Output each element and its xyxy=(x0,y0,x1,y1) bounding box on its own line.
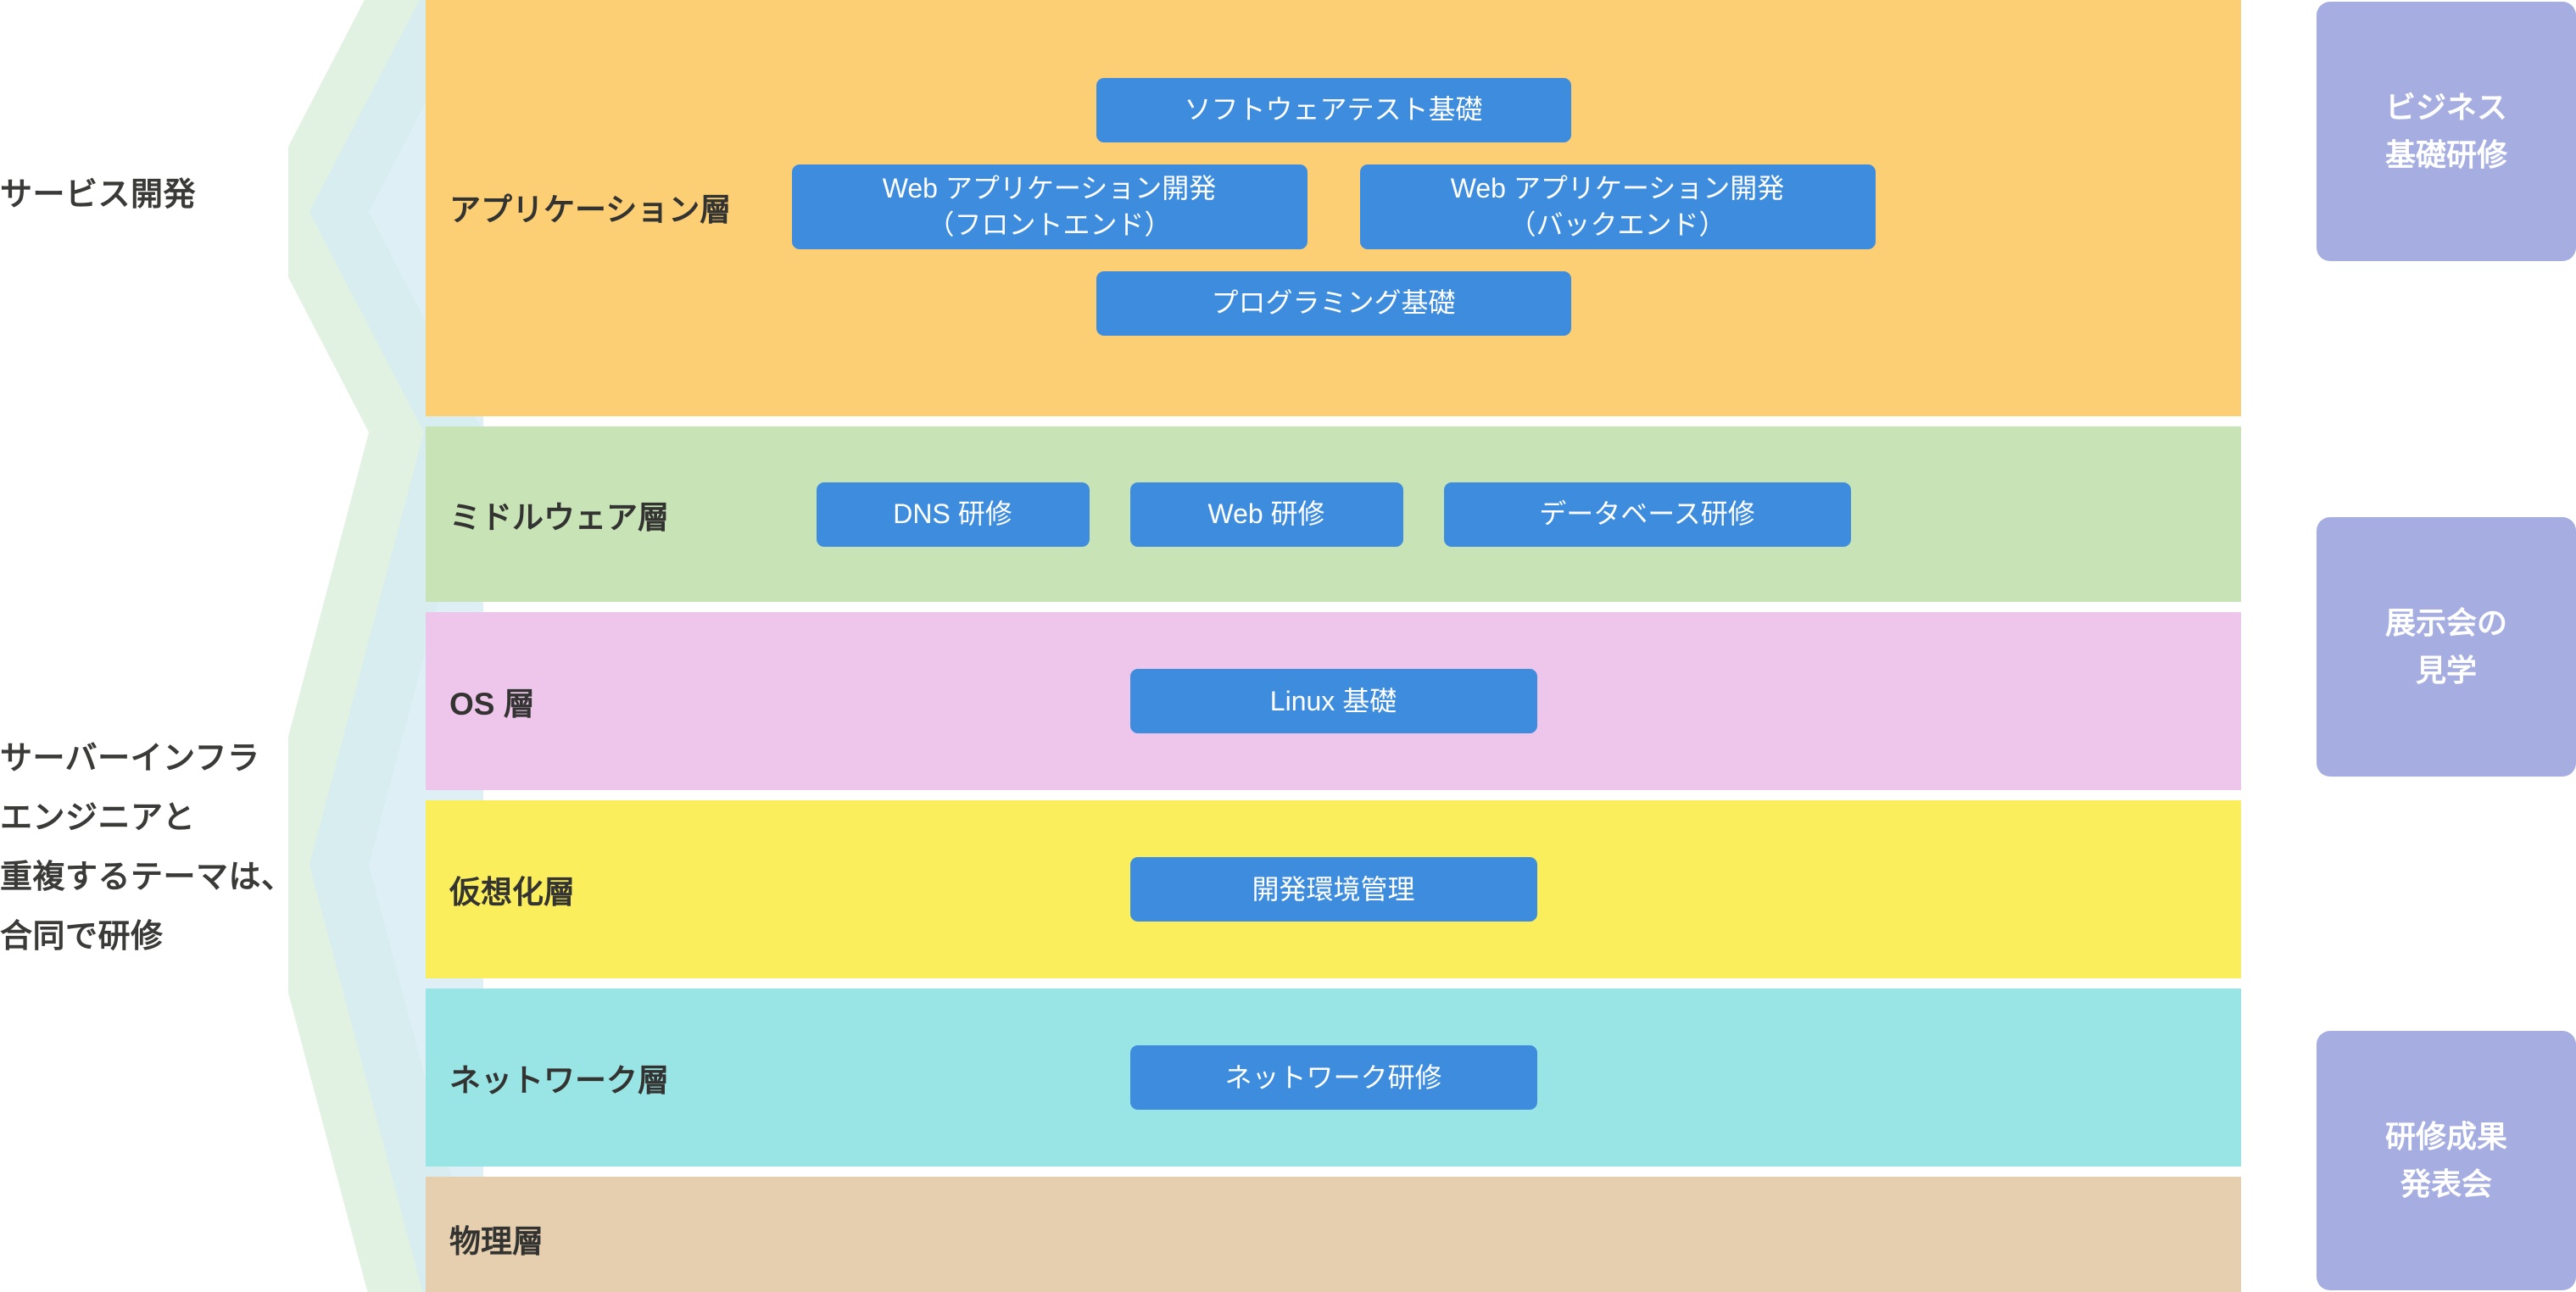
course-box-software-test-basics[interactable]: ソフトウェアテスト基礎 xyxy=(1096,77,1571,142)
course-box-database-training[interactable]: データベース研修 xyxy=(1443,482,1851,547)
side-card-business-basic-training[interactable]: ビジネス 基礎研修 xyxy=(2317,2,2576,261)
layer-band-virtualization: 仮想化層 開発環境管理 xyxy=(426,800,2241,978)
course-box-linux-basics[interactable]: Linux 基礎 xyxy=(1129,669,1537,733)
layer-label-application: アプリケーション層 xyxy=(449,192,732,227)
course-box-programming-basics[interactable]: プログラミング基礎 xyxy=(1096,270,1571,336)
application-course-stack: ソフトウェアテスト基礎 Web アプリケーション開発 （フロントエンド） Web… xyxy=(426,0,2241,416)
layer-label-network: ネットワーク層 xyxy=(449,1063,669,1098)
layer-label-os: OS 層 xyxy=(449,687,535,721)
role-label-server-infra-engineer: サーバーインフラ エンジニアと 重複するテーマは、 合同で研修 xyxy=(0,741,294,955)
role-label-service-development: サービス開発 xyxy=(0,177,197,213)
os-course-row: Linux 基礎 xyxy=(426,612,2241,790)
application-course-row: Web アプリケーション開発 （フロントエンド） Web アプリケーション開発 … xyxy=(791,164,1876,249)
layer-label-middleware: ミドルウェア層 xyxy=(449,499,669,535)
layer-band-os: OS 層 Linux 基礎 xyxy=(426,612,2241,790)
side-card-exhibition-tour[interactable]: 展示会の 見学 xyxy=(2317,517,2576,777)
layer-band-application: アプリケーション層 ソフトウェアテスト基礎 Web アプリケーション開発 （フロ… xyxy=(426,0,2241,416)
course-box-dns-training[interactable]: DNS 研修 xyxy=(816,482,1090,547)
virtualization-course-row: 開発環境管理 xyxy=(426,800,2241,978)
course-box-dev-environment-management[interactable]: 開発環境管理 xyxy=(1129,857,1537,922)
layer-band-physical: 物理層 xyxy=(426,1177,2241,1292)
middleware-course-row: DNS 研修 Web 研修 データベース研修 xyxy=(426,426,2241,602)
side-card-training-results-presentation[interactable]: 研修成果 発表会 xyxy=(2317,1031,2576,1290)
network-course-row: ネットワーク研修 xyxy=(426,988,2241,1167)
layer-label-virtualization: 仮想化層 xyxy=(449,875,575,910)
layer-band-middleware: ミドルウェア層 DNS 研修 Web 研修 データベース研修 xyxy=(426,426,2241,602)
course-box-web-app-backend[interactable]: Web アプリケーション開発 （バックエンド） xyxy=(1359,164,1876,249)
layer-label-physical: 物理層 xyxy=(449,1224,544,1259)
course-box-web-training[interactable]: Web 研修 xyxy=(1129,482,1403,547)
course-box-network-training[interactable]: ネットワーク研修 xyxy=(1129,1045,1537,1110)
layer-band-network: ネットワーク層 ネットワーク研修 xyxy=(426,988,2241,1167)
course-box-web-app-frontend[interactable]: Web アプリケーション開発 （フロントエンド） xyxy=(791,164,1308,249)
